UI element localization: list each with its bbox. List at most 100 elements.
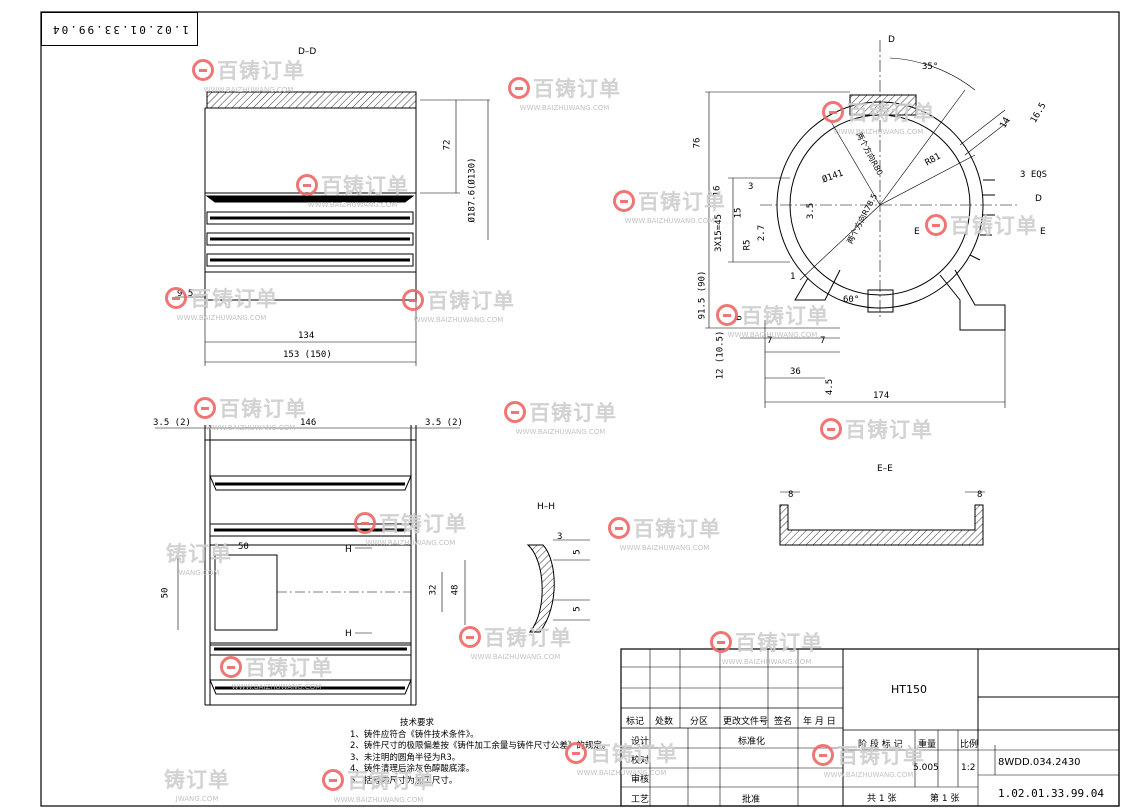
notes-item: 1、铸件应符合《铸件技术条件》。 <box>350 729 479 740</box>
dim-187: Ø187.6(Ø130) <box>467 157 478 223</box>
section-h-bottom: H <box>345 629 352 639</box>
notes-item: 2、铸件尺寸的极限偏差按《铸件加工余量与铸件尺寸公差》的规定。 <box>350 741 611 751</box>
watermark: 百铸订单 <box>820 414 933 444</box>
review-label: 审核 <box>631 775 650 785</box>
dim-60deg: 60° <box>843 295 860 305</box>
dim-48: 48 <box>450 584 461 596</box>
dim-2-7: 2.7 <box>757 224 768 242</box>
dim-5-a: 5 <box>572 549 583 555</box>
header-date: 年 月 日 <box>803 717 836 727</box>
notes-title: 技术要求 <box>400 718 435 728</box>
watermark-logo-icon <box>822 101 844 123</box>
section-h-top: H <box>345 545 352 555</box>
sheet-number: 第 1 张 <box>930 794 960 804</box>
check-label: 校对 <box>631 756 650 766</box>
dim-7-a: 7 <box>767 336 773 346</box>
dim-32: 32 <box>428 584 439 596</box>
dim-153: 153 (150) <box>283 350 332 360</box>
technical-notes: 技术要求 1、铸件应符合《铸件技术条件》。 2、铸件尺寸的极限偏差按《铸件加工余… <box>350 718 610 787</box>
watermark-logo-icon <box>192 59 214 81</box>
watermark: 百铸订单 <box>925 210 1038 240</box>
approve-label: 批准 <box>742 795 761 805</box>
header-mark: 标记 <box>626 717 645 727</box>
scale-label: 比例 <box>960 740 979 750</box>
dim-r5: R5 <box>742 239 753 251</box>
dim-134: 134 <box>298 331 315 341</box>
dim-146: 146 <box>300 418 317 428</box>
view-hh <box>526 539 590 633</box>
notes-item: 4、铸件清理后涂灰色醇酸底漆。 <box>350 764 475 774</box>
view-ee <box>779 491 985 546</box>
total-sheets: 共 1 张 <box>867 794 897 804</box>
dim-5-b: 5 <box>572 606 583 612</box>
dim-7-b: 7 <box>820 336 826 346</box>
weight-value: 5.005 <box>913 763 939 773</box>
scale-value: 1:2 <box>961 763 976 773</box>
watermark-logo-icon <box>402 289 424 311</box>
dim-1: 1 <box>790 272 796 282</box>
header-change-doc: 更改文件号 <box>723 717 769 727</box>
dim-3-5-left: 3.5 (2) <box>153 418 191 428</box>
section-dd-label: D–D <box>298 47 317 57</box>
dim-91-5: 91.5 (90) <box>697 270 708 320</box>
watermark-logo-icon <box>820 418 842 440</box>
standardize-label: 标准化 <box>738 737 766 747</box>
dim-8-b: 8 <box>977 490 983 500</box>
watermark-logo-icon <box>296 174 318 196</box>
dim-36: 36 <box>790 367 801 377</box>
dim-35deg: 35° <box>922 62 939 72</box>
section-d-top: D <box>888 35 895 45</box>
view-dd <box>175 91 490 366</box>
section-ee-label: E–E <box>877 464 893 474</box>
section-d-right: D <box>1035 194 1042 204</box>
watermark-logo-icon <box>459 626 481 648</box>
watermark-logo-icon <box>165 287 187 309</box>
dim-3-5: 3.5 <box>806 202 817 220</box>
header-count: 处数 <box>655 717 674 727</box>
dim-72: 72 <box>442 139 453 151</box>
view-main <box>705 40 1020 408</box>
weight-label: 重量 <box>918 740 937 750</box>
section-e-right: E <box>1040 227 1046 237</box>
section-e-left: E <box>914 227 920 237</box>
title-drawing-code: 1.02.01.33.99.04 <box>998 787 1104 800</box>
dim-3-hh: 3 <box>557 532 563 542</box>
notes-item: 5、括号内尺寸为加工尺寸。 <box>350 775 458 786</box>
dim-50-left: 50 <box>160 587 171 599</box>
watermark-logo-icon <box>710 631 732 653</box>
dim-3: 3 <box>748 182 754 192</box>
watermark-logo-icon <box>613 190 635 212</box>
stage-mark-label: 阶 段 标 记 <box>858 740 903 750</box>
header-signature: 签名 <box>774 717 793 727</box>
watermark-logo-icon <box>220 656 242 678</box>
watermark-logo-icon <box>925 214 947 236</box>
design-label: 设计 <box>631 737 650 747</box>
watermark-logo-icon <box>812 744 834 766</box>
watermark-logo-icon <box>565 742 587 764</box>
watermark-logo-icon <box>508 77 530 99</box>
dim-174: 174 <box>873 391 890 401</box>
dim-8-a: 8 <box>788 490 794 500</box>
title-block-grid <box>620 648 1120 807</box>
dim-15: 15 <box>733 207 744 219</box>
dim-4-5: 4.5 <box>825 378 836 396</box>
drawing-code: 1.02.01.33.99.04 <box>50 22 189 36</box>
